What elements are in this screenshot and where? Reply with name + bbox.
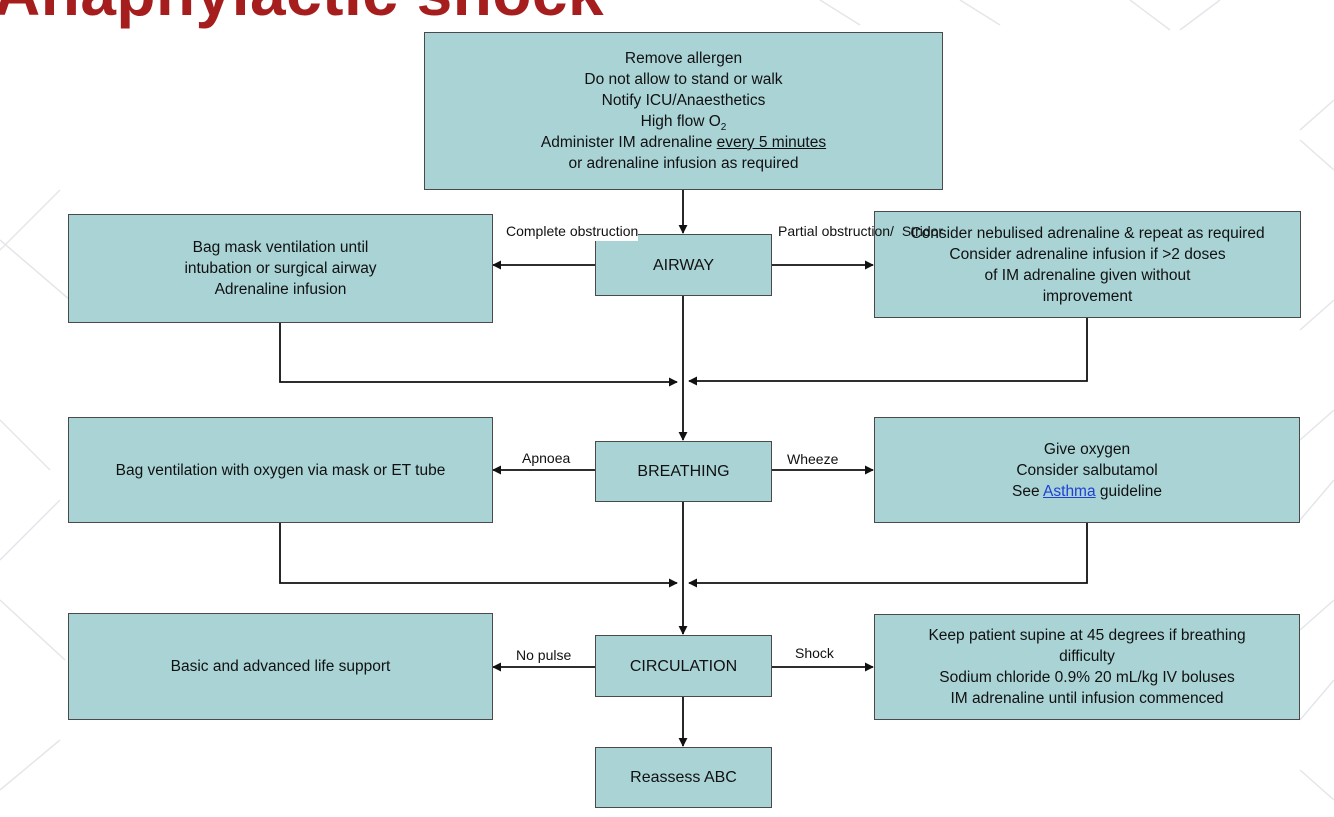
adrenaline-text: Administer IM adrenaline	[540, 134, 717, 151]
initial-line-5: Administer IM adrenaline every 5 minutes	[541, 132, 826, 153]
wheeze-line-3: See Asthma guideline	[1012, 481, 1162, 502]
complete-obstruction-line-3: Adrenaline infusion	[214, 281, 347, 298]
shock-line-2: difficulty	[1059, 648, 1115, 665]
reassess-abc-node: Reassess ABC	[595, 747, 772, 808]
airway-node: AIRWAY	[595, 234, 772, 296]
return-airway-left	[279, 323, 678, 387]
oxygen-subscript: 2	[720, 122, 727, 134]
complete-obstruction-line-2: intubation or surgical airway	[184, 260, 377, 277]
apnoea-box: Bag ventilation with oxygen via mask or …	[68, 417, 493, 523]
complete-obstruction-line-1: Bag mask ventilation until	[192, 239, 369, 256]
partial-obstruction-line-1: Consider nebulised adrenaline & repeat a…	[910, 224, 1265, 242]
reassess-label: Reassess ABC	[630, 769, 737, 786]
complete-obstruction-label: Complete obstruction	[506, 221, 639, 241]
partial-obstruction-label: Partial obstruction/ Stridor	[778, 221, 943, 241]
wheeze-box: Give oxygen Consider salbutamol See Asth…	[874, 417, 1300, 523]
apnoea-box-text: Bag ventilation with oxygen via mask or …	[115, 461, 446, 479]
partial-label-line-2: obstruction/	[821, 223, 894, 239]
shock-box: Keep patient supine at 45 degrees if bre…	[874, 614, 1300, 720]
shock-line-4: IM adrenaline until infusion commenced	[950, 690, 1224, 707]
initial-line-3: Notify ICU/Anaesthetics	[601, 92, 766, 109]
initial-line-6: or adrenaline infusion as required	[568, 155, 799, 172]
wheeze-line-2: Consider salbutamol	[1016, 461, 1158, 479]
initial-line-2: Do not allow to stand or walk	[584, 71, 783, 88]
airway-label: AIRWAY	[652, 256, 715, 274]
breathing-label: BREATHING	[637, 463, 730, 480]
shock-label: Shock	[795, 643, 834, 663]
circulation-label: CIRCULATION	[629, 657, 738, 675]
return-breathing-left	[279, 523, 678, 588]
shock-line-1: Keep patient supine at 45 degrees if bre…	[928, 627, 1246, 644]
complete-label-line-1: Complete	[506, 223, 566, 239]
page-title: Anaphylactic shock	[0, 0, 604, 30]
return-breathing-right	[688, 523, 1088, 588]
initial-actions-box: Remove allergen Do not allow to stand or…	[424, 32, 943, 190]
partial-label-line-1: Partial	[778, 223, 818, 239]
guideline-text: guideline	[1095, 482, 1162, 500]
initial-line-1: Remove allergen	[624, 50, 743, 67]
asthma-guideline-link[interactable]: Asthma	[1043, 482, 1096, 500]
partial-obstruction-line-2: Consider adrenaline infusion if >2 doses	[949, 245, 1226, 263]
no-pulse-box-text: Basic and advanced life support	[170, 658, 391, 675]
complete-label-line-2: obstruction	[569, 223, 639, 239]
apnoea-label: Apnoea	[522, 448, 571, 468]
every-5-minutes-underlined: every 5 minutes	[716, 134, 827, 151]
circulation-node: CIRCULATION	[595, 635, 772, 697]
see-text: See	[1012, 482, 1044, 500]
partial-label-line-3: Stridor	[901, 223, 944, 239]
partial-obstruction-box: Consider nebulised adrenaline & repeat a…	[874, 211, 1301, 318]
complete-obstruction-box: Bag mask ventilation until intubation or…	[68, 214, 493, 323]
oxygen-text: High flow O	[640, 113, 721, 130]
wheeze-line-1: Give oxygen	[1043, 440, 1131, 458]
shock-line-3: Sodium chloride 0.9% 20 mL/kg IV boluses	[939, 669, 1235, 686]
no-pulse-label: No pulse	[516, 645, 572, 665]
breathing-node: BREATHING	[595, 441, 772, 502]
wheeze-label: Wheeze	[787, 449, 839, 469]
partial-obstruction-line-4: improvement	[1042, 287, 1133, 305]
partial-obstruction-line-3: of IM adrenaline given without	[984, 266, 1191, 284]
return-airway-right	[688, 318, 1088, 386]
initial-line-4: High flow O2	[541, 111, 826, 134]
no-pulse-box: Basic and advanced life support	[68, 613, 493, 720]
